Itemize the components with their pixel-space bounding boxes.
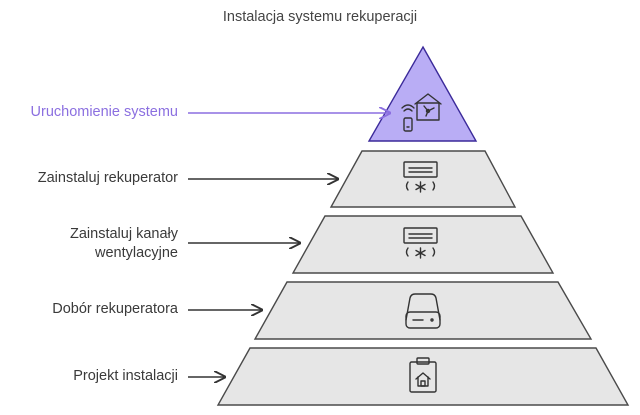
diagram-title: Instalacja systemu rekuperacji — [222, 9, 418, 25]
hard-drive-icon — [405, 293, 441, 329]
pyramid-level-5 — [216, 347, 630, 406]
clipboard-home-icon — [409, 357, 437, 393]
label-zainstaluj-rekuperator: Zainstaluj rekuperator — [38, 169, 178, 188]
pyramid-level-3 — [291, 215, 555, 274]
label-uruchomienie-systemu: Uruchomienie systemu — [31, 103, 178, 122]
pyramid-level-4 — [253, 281, 593, 340]
label-projekt-instalacji: Projekt instalacji — [73, 367, 178, 386]
smart-home-icon — [401, 93, 442, 132]
pyramid-level-1 — [367, 45, 478, 142]
air-conditioner-icon — [403, 161, 438, 193]
label-line: wentylacyjne — [94, 245, 178, 261]
label-line: Uruchomienie systemu — [30, 104, 178, 120]
label-line: Zainstaluj kanały — [70, 226, 178, 242]
label-zainstaluj-kanaly: Zainstaluj kanały wentylacyjne — [70, 225, 178, 263]
label-line: Projekt instalacji — [73, 368, 178, 384]
label-line: Dobór rekuperatora — [52, 301, 178, 317]
pyramid-level-2 — [329, 150, 517, 208]
label-dobor-rekuperatora: Dobór rekuperatora — [52, 300, 178, 319]
air-conditioner-icon — [403, 227, 438, 259]
label-line: Zainstaluj rekuperator — [37, 170, 178, 186]
